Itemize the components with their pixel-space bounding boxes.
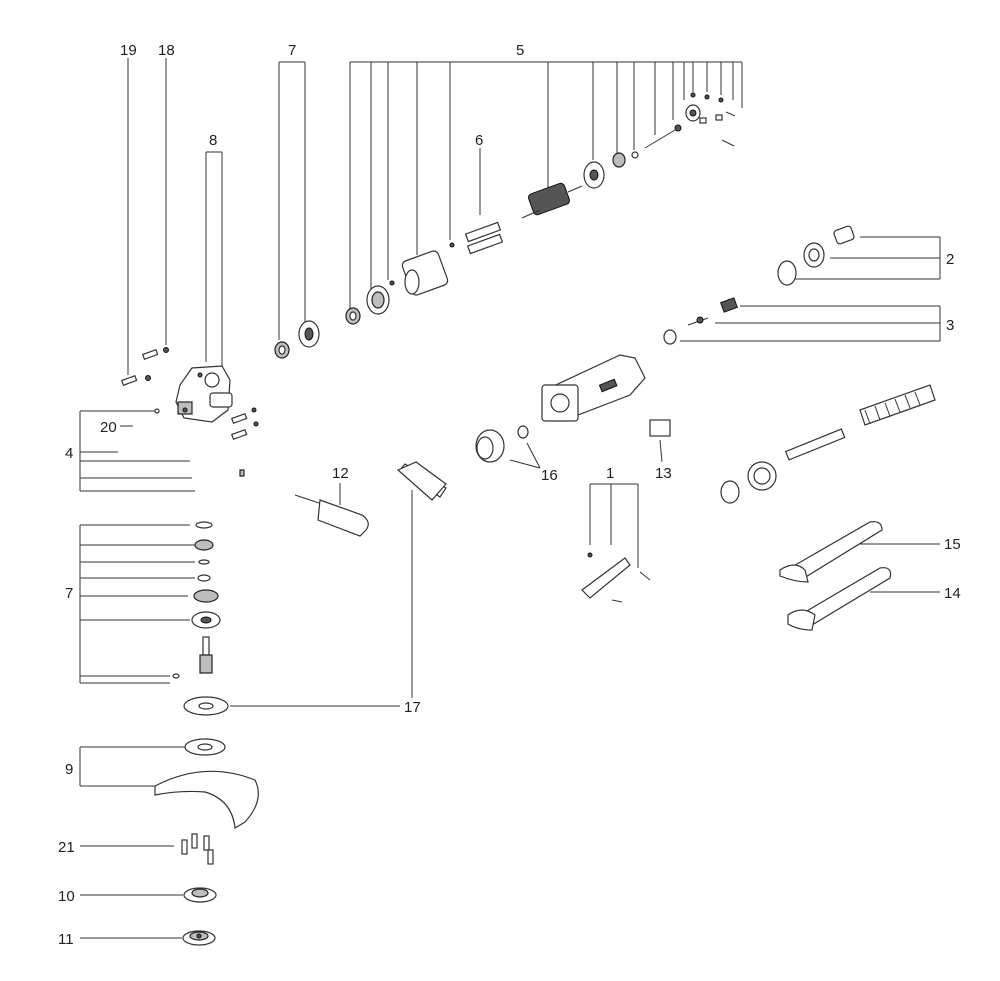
flange-17 <box>183 696 229 716</box>
spindle-stack <box>172 521 221 679</box>
callout-14: 14 <box>944 585 961 602</box>
callout-9: 9 <box>65 761 73 778</box>
callout-8: 8 <box>209 132 217 149</box>
gasket-plate <box>396 461 447 501</box>
callout-3: 3 <box>946 317 954 334</box>
clamp-nut-11 <box>182 930 216 946</box>
brush-holders <box>464 221 504 255</box>
callout-1: 1 <box>606 465 614 482</box>
screws-21 <box>181 833 214 865</box>
bearing-top <box>274 320 320 359</box>
callout-labels: 19 18 7 5 8 6 2 3 20 4 12 16 1 13 15 14 … <box>58 42 961 948</box>
callout-7-top: 7 <box>288 42 296 59</box>
callout-4: 4 <box>65 445 73 462</box>
wrench-15 <box>779 521 883 583</box>
callout-2: 2 <box>946 251 954 268</box>
gear-head-housing <box>175 365 233 423</box>
motor-parts <box>345 92 736 325</box>
fittings-group-2 <box>777 225 855 286</box>
callout-18: 18 <box>158 42 175 59</box>
callout-6: 6 <box>475 132 483 149</box>
wrench-14 <box>787 567 892 631</box>
screw-part-19 <box>120 374 151 386</box>
callout-17: 17 <box>404 699 421 716</box>
callout-21: 21 <box>58 839 75 856</box>
sleeve-part-16 <box>475 425 529 463</box>
guard-assembly <box>154 738 259 829</box>
callout-16: 16 <box>541 467 558 484</box>
leader-lines <box>79 58 941 939</box>
callout-10: 10 <box>58 888 75 905</box>
callout-11: 11 <box>58 931 74 948</box>
side-handle <box>294 494 369 537</box>
callout-5: 5 <box>516 42 524 59</box>
flange-nut-10 <box>183 887 217 903</box>
callout-19: 19 <box>120 42 137 59</box>
callout-15: 15 <box>944 536 961 553</box>
motor-housing <box>541 354 646 422</box>
label-plate-13 <box>649 419 671 437</box>
parts-drawing <box>120 92 936 946</box>
screw-part-18 <box>141 347 169 360</box>
switch-parts <box>581 525 651 603</box>
small-screws <box>154 407 259 477</box>
fittings-group-3 <box>663 297 738 345</box>
callout-7-left: 7 <box>65 585 73 602</box>
callout-12: 12 <box>332 465 349 482</box>
cord-and-spring <box>720 384 936 504</box>
callout-13: 13 <box>655 465 672 482</box>
callout-20: 20 <box>100 419 117 436</box>
